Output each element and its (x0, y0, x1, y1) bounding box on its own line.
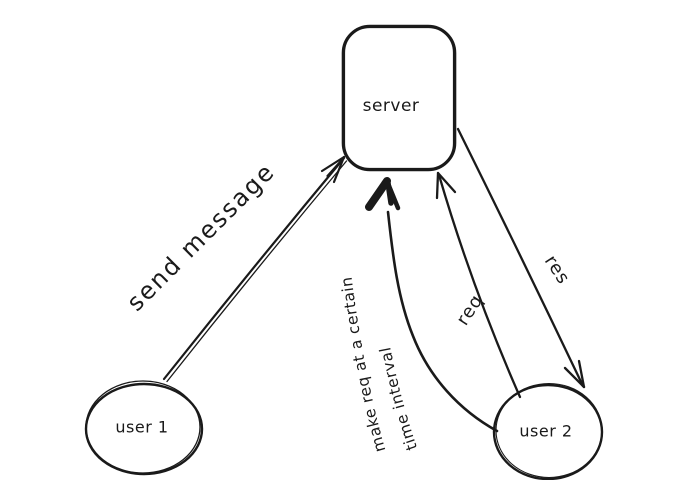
user1-node-label: user 1 (115, 417, 169, 437)
res-arrow (456, 127, 586, 389)
req-arrow (435, 171, 522, 399)
server-node-label: server (362, 96, 420, 116)
user2-node-label: user 2 (519, 421, 573, 441)
send-message-arrow (162, 155, 348, 383)
user1-node-shape (84, 380, 204, 476)
server-node-shape (341, 24, 457, 172)
polling-arrow (365, 177, 499, 433)
polling-arrow-label: make req at a certain time interval (338, 276, 421, 455)
